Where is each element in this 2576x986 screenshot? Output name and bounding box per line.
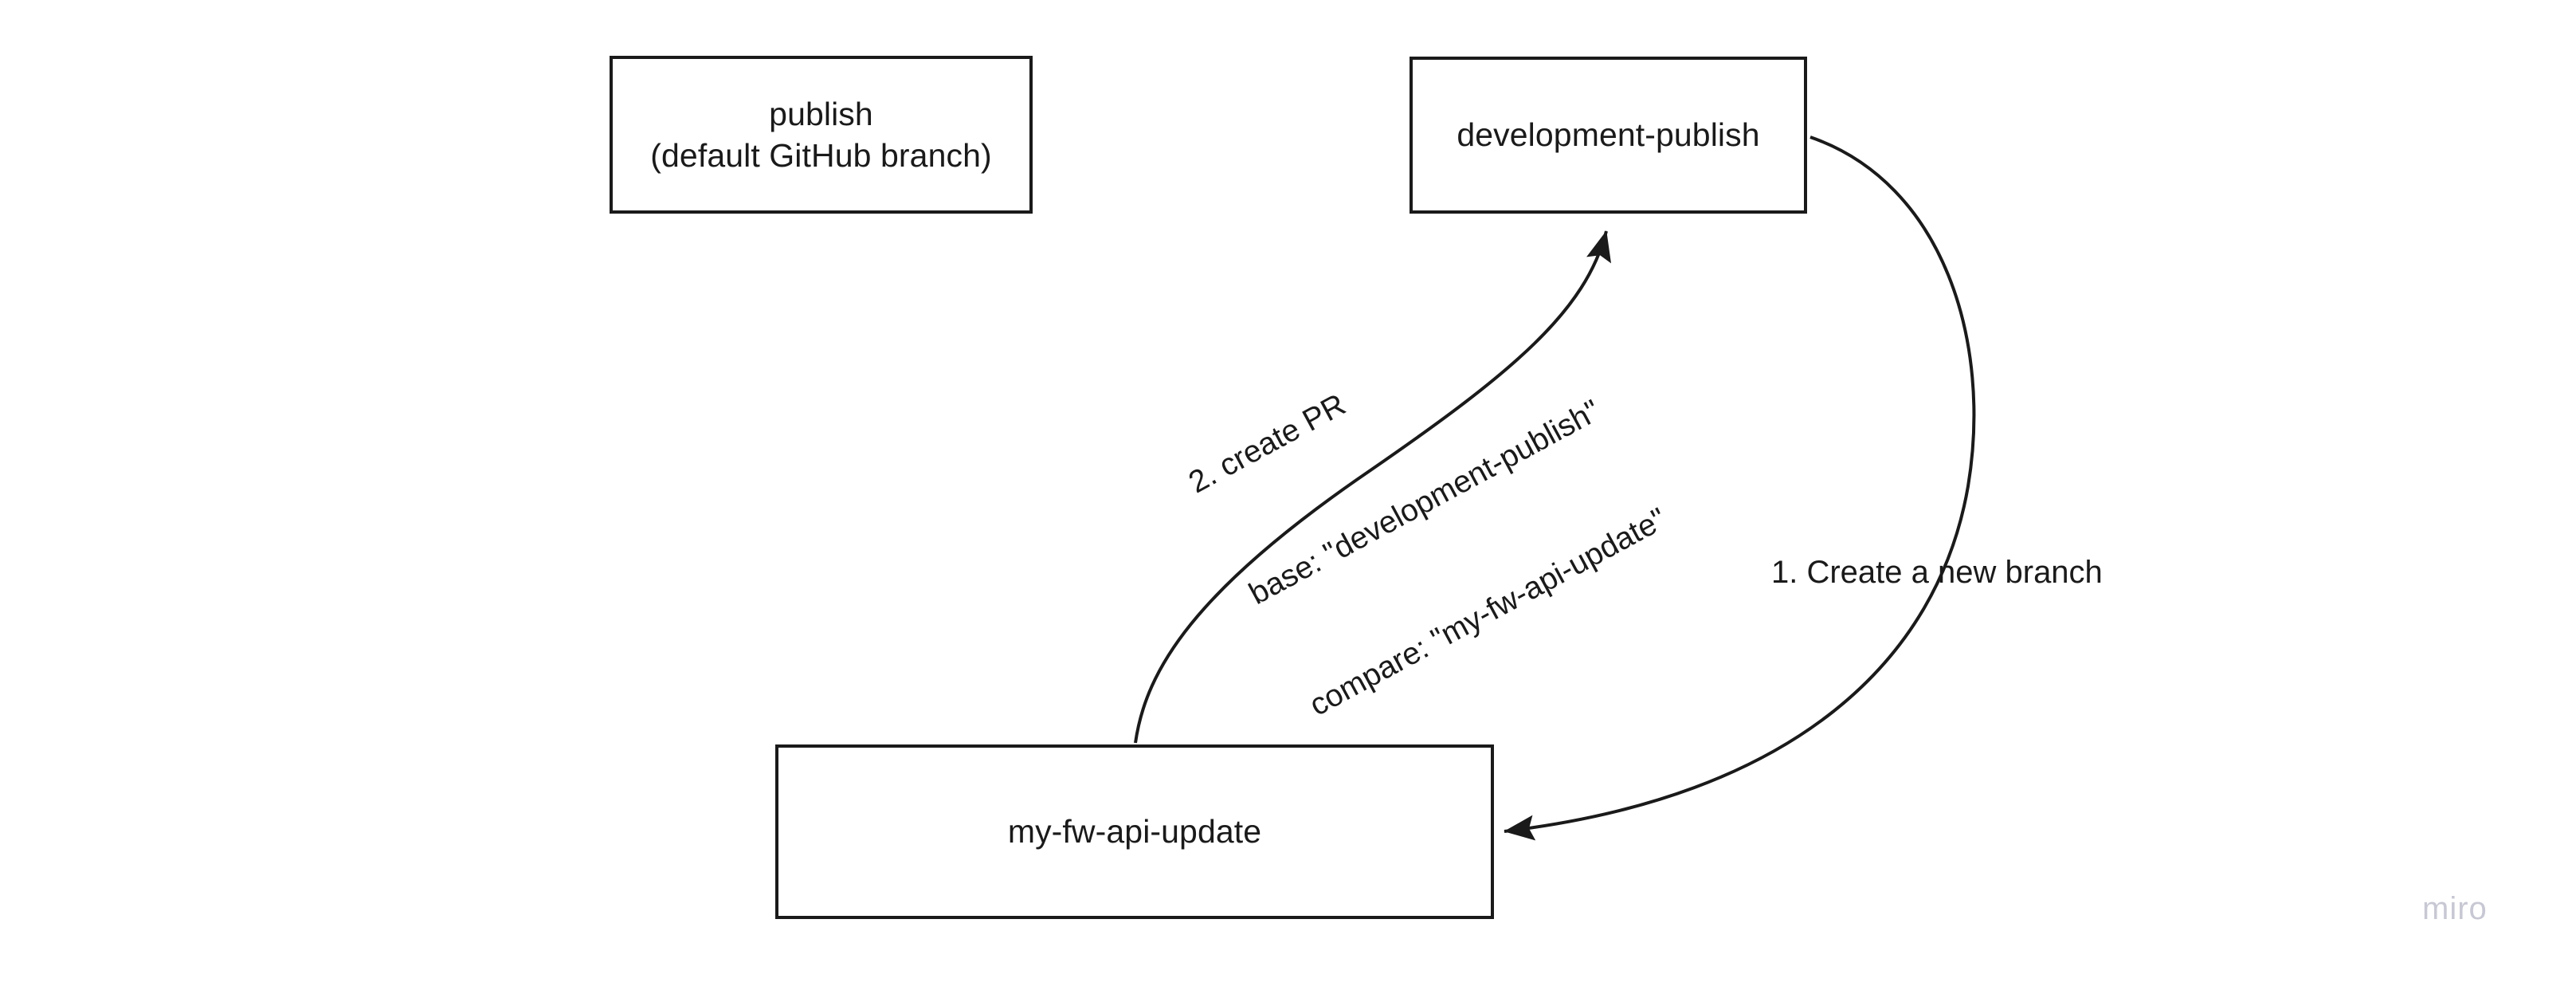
node-my-fw-api-update[interactable]: my-fw-api-update (775, 744, 1494, 919)
edge-label-create-pr: 2. create PR base: "development-publish"… (1141, 201, 1715, 800)
node-development-publish[interactable]: development-publish (1410, 57, 1807, 214)
node-development-publish-label: development-publish (1457, 116, 1760, 154)
edge-label-create-branch: 1. Create a new branch (1771, 555, 2103, 590)
miro-watermark: miro (2422, 891, 2488, 926)
node-my-fw-api-update-label: my-fw-api-update (1007, 813, 1262, 850)
node-publish[interactable]: publish (default GitHub branch) (610, 56, 1033, 214)
node-publish-label: publish (default GitHub branch) (650, 95, 992, 174)
